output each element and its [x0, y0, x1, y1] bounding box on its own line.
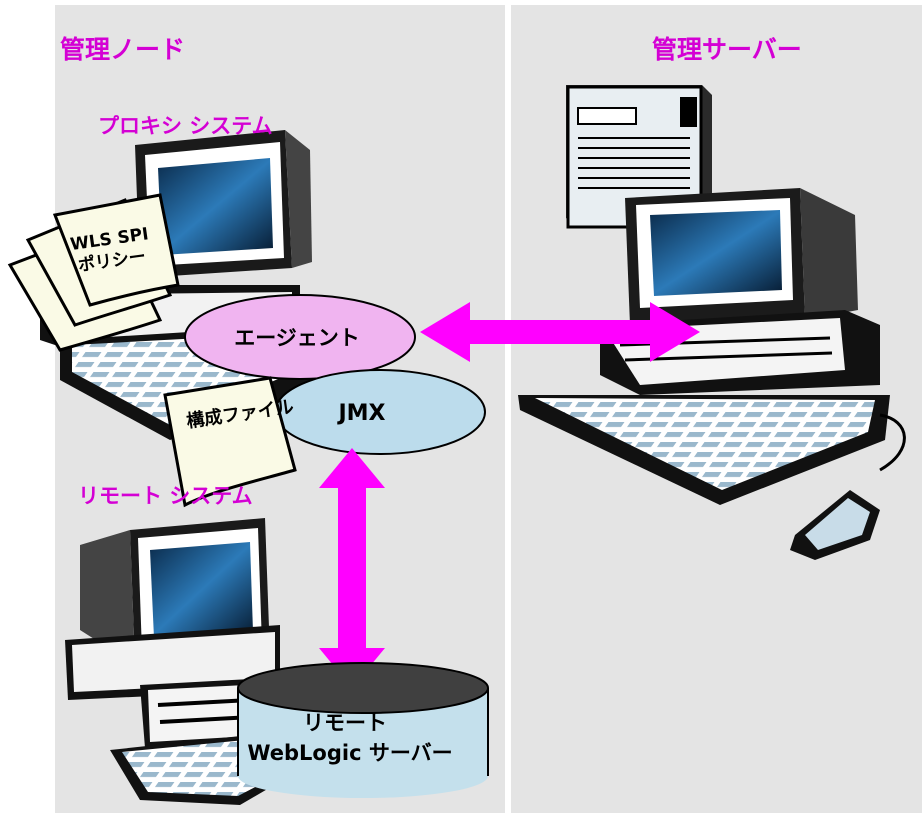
weblogic-database-cylinder: [237, 662, 489, 798]
weblogic-db-line1: リモート: [303, 711, 387, 735]
agent-server-arrow: [420, 302, 700, 362]
weblogic-db-line2: WebLogic サーバー: [247, 741, 452, 765]
managed-node-title: 管理ノード: [60, 35, 185, 64]
config-file-document: [163, 376, 297, 508]
agent-label: エージェント: [234, 326, 360, 350]
jmx-label: JMX: [336, 401, 385, 426]
management-server-title: 管理サーバー: [652, 35, 802, 64]
jmx-weblogic-arrow: [319, 448, 385, 688]
agent-ellipse: [184, 294, 416, 380]
proxy-system-title: プロキシ システム: [98, 114, 273, 138]
management-server-computer: [518, 85, 906, 560]
policy-document-stack: [7, 193, 180, 352]
remote-system-title: リモート システム: [78, 484, 253, 508]
